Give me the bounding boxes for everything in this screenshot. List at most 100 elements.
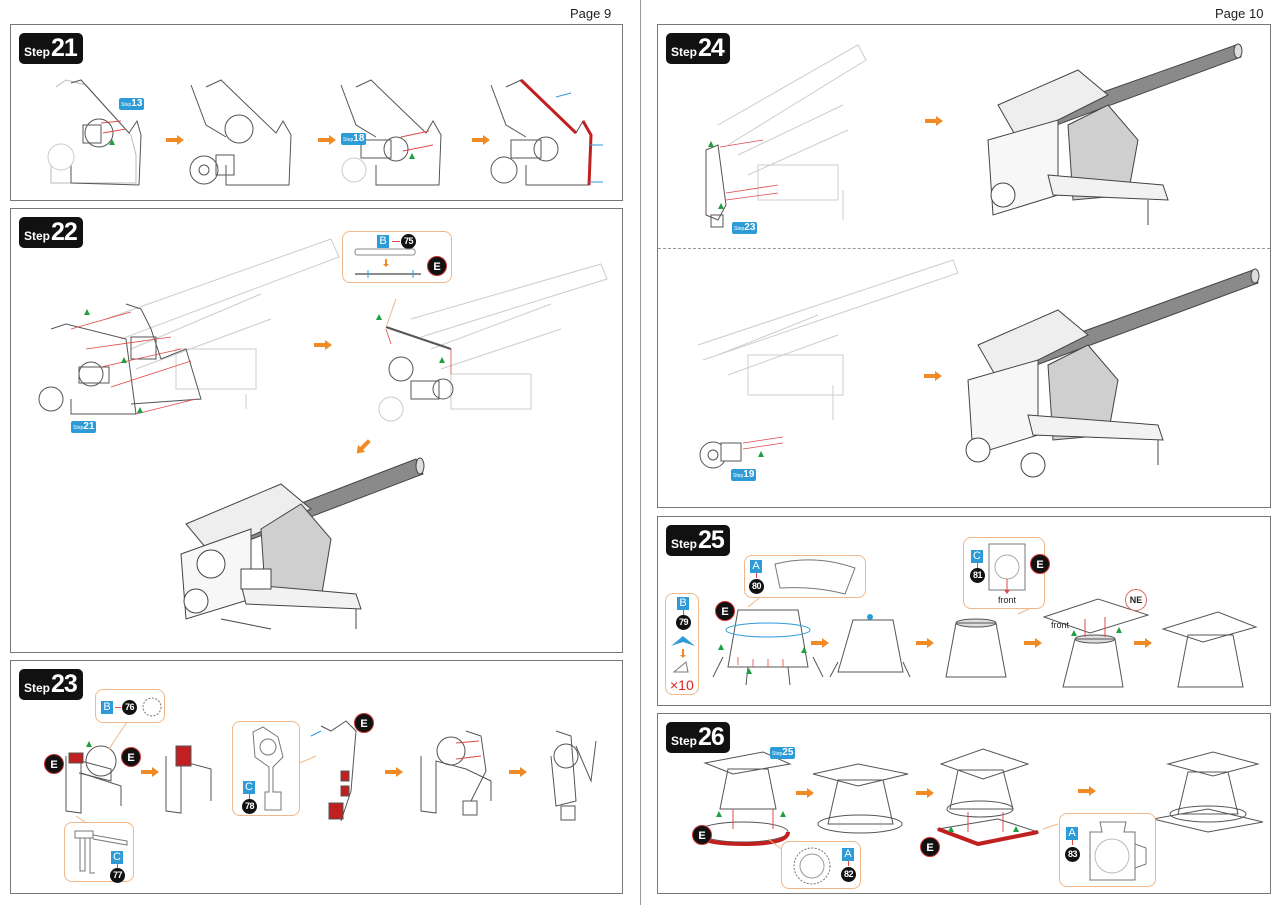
gear-frame-3: [340, 79, 442, 186]
side-plate: [385, 326, 454, 400]
sheet-letter: B: [101, 701, 113, 714]
bracket-with-gear: [165, 745, 212, 814]
part-callout-a80: A 80: [744, 555, 866, 598]
sheet-letter: B: [377, 235, 389, 248]
base-cone-parts: [712, 609, 824, 686]
trunnion-part: [705, 144, 727, 228]
tool-e-badge: E: [692, 825, 712, 845]
next-arrow: [924, 371, 942, 381]
step-25-illustration: [712, 586, 1258, 688]
step-word: Step: [734, 226, 745, 232]
next-arrow: [925, 116, 943, 126]
connector-line: [756, 573, 757, 578]
cone-over-base-plate: [936, 748, 1040, 847]
gear-frame-4: [490, 78, 603, 186]
step-number: 24: [698, 34, 725, 62]
part-number: 81: [970, 568, 985, 583]
connector-line: [392, 241, 400, 242]
step-word: Step: [671, 734, 698, 748]
step-word: Step: [733, 473, 744, 479]
part-callout-c81: C 81 front: [963, 537, 1045, 609]
step-22-panel: Step 22: [10, 208, 623, 653]
part-number: 76: [122, 700, 137, 715]
next-arrow: [796, 788, 814, 798]
step-21-panel: Step 21: [10, 24, 623, 201]
step-26-panel: Step 26: [657, 713, 1271, 894]
step-26-illustration: [696, 748, 1264, 855]
next-arrow: [509, 767, 527, 777]
part-number: 83: [1065, 847, 1080, 862]
fin-part-drawing: [671, 636, 695, 673]
gun-assembly-bottom: [965, 268, 1260, 478]
step-26-badge: Step 26: [666, 722, 730, 753]
step-word: Step: [24, 681, 51, 695]
part-number: 80: [749, 579, 764, 594]
part-callout-b75: B 75 E: [342, 231, 452, 283]
front-label: front: [1051, 620, 1070, 630]
step-word: Step: [671, 537, 698, 551]
gun-assembly-faded-left: [105, 238, 340, 409]
page-divider: [640, 0, 641, 905]
next-arrow: [141, 767, 159, 777]
tool-e-badge: E: [715, 601, 735, 621]
step-word: Step: [121, 102, 132, 108]
ref-number: 18: [353, 133, 365, 144]
ref-number: 21: [83, 421, 95, 432]
step-21-illustration: [47, 78, 603, 186]
next-arrow: [314, 340, 332, 350]
ref-number: 19: [743, 469, 755, 480]
part-callout-b76: B 76: [95, 689, 165, 723]
part-callout-b79: B 79 ×10: [665, 593, 699, 695]
sheet-letter: A: [1066, 827, 1078, 840]
cone-wall-part-drawing: [774, 559, 856, 595]
tool-e-badge: E: [354, 713, 374, 733]
step-24-badge: Step 24: [666, 33, 730, 64]
step-24-panel: Step 24: [657, 24, 1271, 508]
ref-number: 23: [744, 222, 756, 233]
elevation-part-drawing: [252, 726, 284, 811]
step-24-illustration: [697, 43, 1260, 478]
sheet-letter: A: [842, 848, 854, 861]
step-number: 25: [698, 526, 725, 554]
cone-with-top-plate: [1042, 598, 1150, 688]
step-number: 21: [51, 34, 78, 62]
part-callout-a83: A 83: [1059, 813, 1156, 887]
next-arrow: [1024, 638, 1042, 648]
page-number-9: Page 9: [570, 6, 612, 21]
sheet-letter: C: [971, 550, 983, 563]
step-word: Step: [24, 45, 51, 59]
sheet-letter: B: [677, 597, 689, 610]
gun-assembly-faded-bottom: [697, 259, 959, 420]
step-word: Step: [343, 137, 354, 143]
part-number: 79: [676, 615, 691, 630]
orientation-ne-badge: NE: [1125, 589, 1147, 611]
ref-number: 25: [782, 747, 794, 758]
quantity-label: ×10: [670, 677, 694, 693]
part-75-drawing: [354, 248, 421, 278]
connector-line: [249, 794, 250, 799]
tool-e-badge: E: [920, 837, 940, 857]
cone-stage-3: [945, 618, 1007, 678]
connector-line: [848, 861, 849, 866]
section-divider: [658, 248, 1270, 249]
cone-over-ring: [696, 751, 792, 847]
step-25-badge: Step 25: [666, 525, 730, 556]
step-number: 22: [51, 218, 78, 246]
cone-stage-2: [829, 619, 911, 678]
bracket-part-drawing: [74, 830, 128, 874]
next-arrow: [916, 638, 934, 648]
step-word: Step: [671, 45, 698, 59]
cone-on-ring: [812, 763, 909, 834]
next-arrow: [1134, 638, 1152, 648]
ring-part-drawing: [793, 847, 831, 885]
base-plate-part-drawing: [1089, 821, 1147, 881]
side-frame-left: [38, 303, 202, 415]
part-number: 75: [401, 234, 416, 249]
sheet-letter: C: [243, 781, 255, 794]
tool-e-badge: E: [1030, 554, 1050, 574]
gun-assembly-faded-top: [717, 44, 867, 220]
front-label: front: [998, 595, 1017, 605]
step-21-badge: Step 21: [19, 33, 83, 64]
